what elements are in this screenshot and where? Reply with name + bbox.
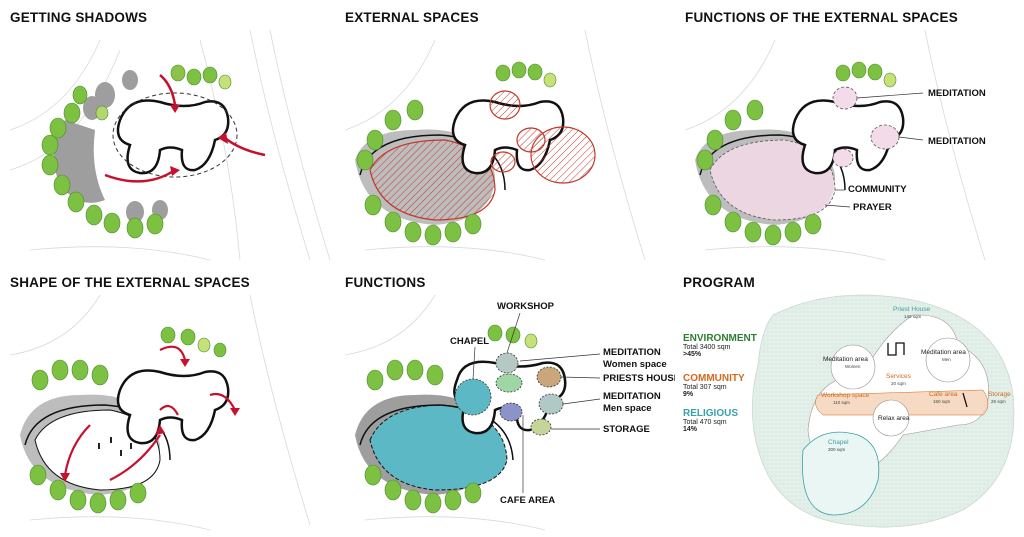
panel-title: EXTERNAL SPACES [345,10,479,25]
shape-diagram [10,294,311,531]
trees [29,326,227,514]
outline-dashed [112,92,238,178]
program-plan: Priest House 140 sqm Meditation area Wom… [751,294,1015,528]
panel-program: PROGRAM ENVIRONMENT Total 3400 sqm >45% … [683,275,1024,537]
label-prayer: PRAYER [853,202,892,213]
room-services-area: 20 sqm [891,381,906,386]
legend-environment-pct: >45% [683,351,702,358]
legend-religious-pct: 14% [683,426,698,433]
room-workshop-area: 110 sqm [833,400,850,405]
legend-community-total: Total 307 sqm [683,384,727,391]
legend-environment-name: ENVIRONMENT [683,333,757,344]
panel-title: FUNCTIONS [345,275,426,290]
label-meditation-2: MEDITATION [928,136,986,147]
building-outline [791,99,905,175]
room-cafe-name: Cafe area [929,391,958,398]
storage-marker [962,392,968,408]
enclosure-arc [359,404,514,461]
arrow-heads [60,359,240,482]
enclosure-arc [24,404,171,461]
functions-external-diagram: MEDITATION MEDITATION COMMUNITY PRAYER [685,29,986,261]
legend-environment: ENVIRONMENT Total 3400 sqm >45% [683,333,757,358]
trees [356,61,557,246]
trees [364,324,538,514]
label-meditation-1: MEDITATION [928,88,986,99]
label-priests-house: PRIESTS HOUSE [603,373,675,384]
label-community: COMMUNITY [848,184,907,195]
panel-shape-external: SHAPE OF THE EXTERNAL SPACES [10,275,340,537]
panel-external-spaces: EXTERNAL SPACES [345,10,675,272]
shadows-diagram [10,29,331,261]
legend-environment-total: Total 3400 sqm [683,344,731,351]
meditation-zones [832,86,900,168]
room-chapel-name: Chapel [828,439,849,446]
room-storage-area: 25 sqm [991,399,1006,404]
label-storage: STORAGE [603,424,650,435]
panel-title: FUNCTIONS OF THE EXTERNAL SPACES [685,10,958,25]
label-meditation-women: MEDITATION [603,347,661,358]
relax-area-room [872,399,910,437]
panel-functions: FUNCTIONS [345,275,675,537]
panel-getting-shadows: GETTING SHADOWS [10,10,340,272]
meditation-men-room [925,337,971,383]
legend-religious-total: Total 470 sqm [683,419,727,426]
contour-lines [345,294,546,531]
label-women-space: Women space [603,359,667,370]
building-outline [116,369,230,445]
label-cafe-area: CAFE AREA [500,495,555,506]
room-priest-house-name: Priest House [893,306,931,313]
room-workshop-name: Workshop space [821,392,870,399]
functions-diagram: WORKSHOP CHAPEL MEDITATION Women space P… [345,294,675,531]
services-stair-icon [887,342,905,356]
panel-title: PROGRAM [683,275,755,290]
room-chapel-area: 300 sqm [828,447,846,452]
label-men-space: Men space [603,403,652,414]
movement-arrows [63,345,236,481]
building-outline [116,99,230,175]
room-cafe-area: 150 sqm [933,399,951,404]
room-storage-name: Storage [988,391,1011,398]
contour-lines [685,29,986,261]
room-priest-house-area: 140 sqm [904,314,922,319]
contour-lines [10,294,311,531]
chapel-room [802,431,880,516]
legend-religious: RELIGIOUS Total 470 sqm 14% [683,408,738,433]
panel-title: GETTING SHADOWS [10,10,148,25]
label-workshop: WORKSHOP [497,301,555,312]
room-meditation-women-name: Meditation area [823,356,868,363]
room-meditation-men-name: Meditation area [921,349,966,356]
panel-title: SHAPE OF THE EXTERNAL SPACES [10,275,250,290]
people-figures [98,437,132,456]
external-diagram [345,29,646,261]
hatched-zones [489,90,596,184]
arrow-heads [170,105,228,176]
label-meditation-men: MEDITATION [603,391,661,402]
sun-arrows [104,74,266,183]
legend-community-name: COMMUNITY [683,373,745,384]
community-band [815,389,989,416]
room-meditation-men-sub: Men [942,357,951,362]
label-chapel: CHAPEL [450,336,489,347]
meditation-women-room [830,344,876,390]
contour-lines [345,29,646,261]
legend-religious-name: RELIGIOUS [683,408,739,419]
room-services-name: Services [886,373,912,380]
trees [696,61,897,246]
panel-functions-external: FUNCTIONS OF THE EXTERNAL SPACES MEDITAT… [685,10,1015,272]
trees [41,64,232,239]
leader-lines [472,312,601,493]
room-relax-name: Relax area [878,415,910,422]
room-meditation-women-sub: Women [845,364,861,369]
legend-community: COMMUNITY Total 307 sqm 9% [683,373,745,398]
legend-community-pct: 9% [683,391,694,398]
leader-lines [824,92,924,208]
